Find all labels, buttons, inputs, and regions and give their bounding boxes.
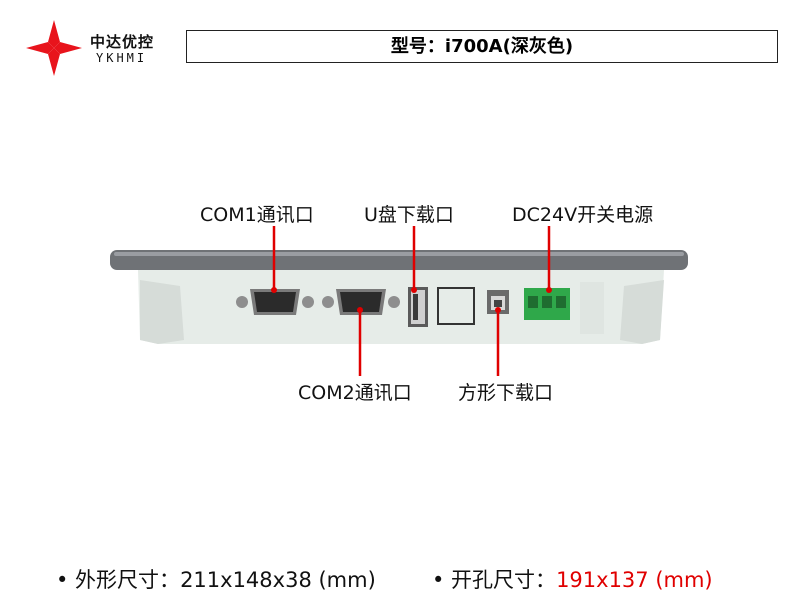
cutout-spec-value: 191x137 (mm): [556, 568, 713, 592]
com1-label: COM1通讯口: [200, 204, 314, 226]
size-spec-value: 211x148x38 (mm): [180, 568, 376, 592]
model-title: 型号：i700A(深灰色): [186, 30, 778, 63]
com1-port: [236, 289, 314, 315]
usb-disk-label: U盘下载口: [364, 204, 454, 226]
brand-name-en: YKHMI: [96, 51, 148, 65]
com2-label: COM2通讯口: [298, 382, 412, 404]
usb-b-port: [487, 290, 509, 314]
cutout-spec-label: • 开孔尺寸：: [432, 568, 557, 592]
power-label: DC24V开关电源: [512, 204, 654, 226]
size-spec: • 外形尺寸：211x148x38 (mm): [56, 564, 376, 594]
size-spec-label: • 外形尺寸：: [56, 568, 181, 592]
power-terminal: [524, 288, 570, 320]
star-logo-icon: [26, 20, 82, 76]
brand-logo: 中达优控 YKHMI: [24, 18, 174, 78]
usb-disk-port: [408, 287, 428, 327]
brand-name-cn: 中达优控: [90, 33, 155, 51]
usb-b-label: 方形下载口: [458, 382, 554, 404]
blank-slot: [437, 287, 475, 325]
cutout-spec: • 开孔尺寸：191x137 (mm): [432, 564, 713, 594]
com2-port: [322, 289, 400, 315]
